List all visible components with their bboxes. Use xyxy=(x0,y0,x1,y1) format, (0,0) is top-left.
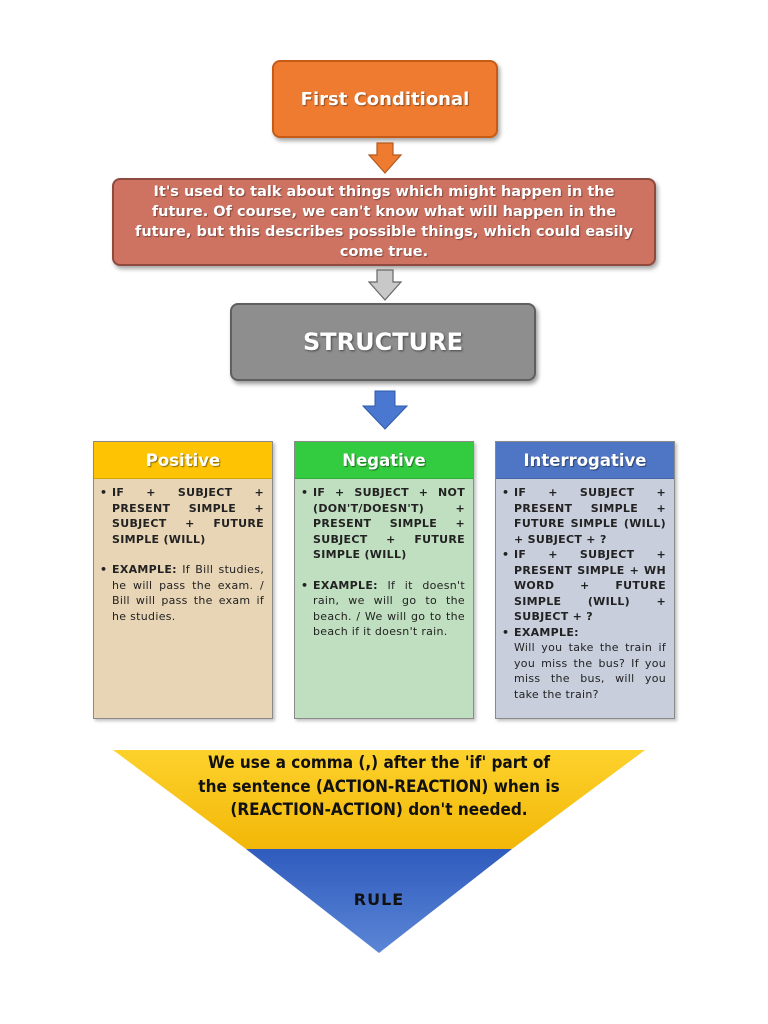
rule-label: RULE xyxy=(353,890,405,909)
negative-example-text: If it doesn't rain, we will go to the be… xyxy=(313,578,465,639)
positive-body: IF + SUBJECT + PRESENT SIMPLE + SUBJECT … xyxy=(94,479,272,624)
positive-example: EXAMPLE: If Bill studies, he will pass t… xyxy=(100,562,264,624)
title-box: First Conditional xyxy=(272,60,498,138)
down-arrow-blue xyxy=(361,390,409,430)
negative-column: Negative IF + SUBJECT + NOT (DON'T/DOESN… xyxy=(294,441,474,719)
positive-heading: Positive xyxy=(94,442,272,479)
interrogative-heading: Interrogative xyxy=(496,442,674,479)
negative-example-label: EXAMPLE: xyxy=(313,578,378,592)
rule-triangle-shape xyxy=(113,750,645,953)
negative-example: EXAMPLE: If it doesn't rain, we will go … xyxy=(301,578,465,640)
down-arrow-gray xyxy=(367,269,403,301)
negative-body: IF + SUBJECT + NOT (DON'T/DOESN'T) + PRE… xyxy=(295,479,473,640)
positive-column: Positive IF + SUBJECT + PRESENT SIMPLE +… xyxy=(93,441,273,719)
structure-box: STRUCTURE xyxy=(230,303,536,381)
description-text: It's used to talk about things which mig… xyxy=(135,184,633,260)
interrogative-example: EXAMPLE: Will you take the train if you m… xyxy=(502,625,666,703)
interrogative-formula-2: IF + SUBJECT + PRESENT SIMPLE + WH WORD … xyxy=(502,547,666,625)
interrogative-example-text: Will you take the train if you miss the … xyxy=(514,641,666,701)
structure-label: STRUCTURE xyxy=(303,328,463,356)
description-box: It's used to talk about things which mig… xyxy=(112,178,656,266)
diagram-title: First Conditional xyxy=(300,88,470,110)
positive-example-label: EXAMPLE: xyxy=(112,563,177,576)
rule-text: We use a comma (,) after the 'if' part o… xyxy=(198,753,560,820)
rule-triangle: We use a comma (,) after the 'if' part o… xyxy=(113,750,645,955)
interrogative-formula-1: IF + SUBJECT + PRESENT SIMPLE + FUTURE S… xyxy=(502,485,666,547)
interrogative-body: IF + SUBJECT + PRESENT SIMPLE + FUTURE S… xyxy=(496,479,674,702)
interrogative-example-label: EXAMPLE: xyxy=(514,625,579,639)
down-arrow-orange xyxy=(367,142,403,174)
positive-formula: IF + SUBJECT + PRESENT SIMPLE + SUBJECT … xyxy=(100,485,264,547)
positive-example-text: If Bill studies, he will pass the exam. … xyxy=(112,563,264,623)
negative-heading: Negative xyxy=(295,442,473,479)
negative-formula: IF + SUBJECT + NOT (DON'T/DOESN'T) + PRE… xyxy=(301,485,465,563)
interrogative-column: Interrogative IF + SUBJECT + PRESENT SIM… xyxy=(495,441,675,719)
